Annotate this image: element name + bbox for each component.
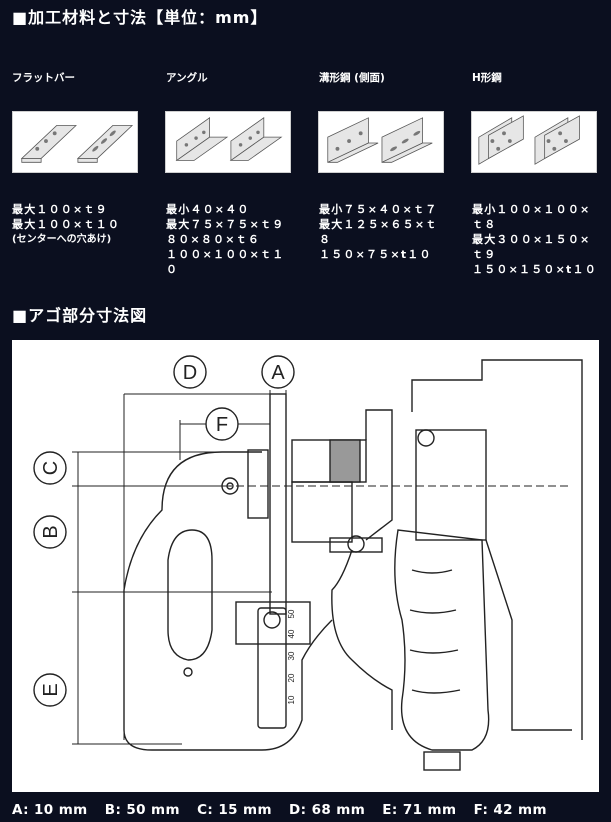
dim-label-c: C (40, 461, 62, 475)
jaw-heading: ■アゴ部分寸法図 (12, 306, 148, 325)
spec-line: 最小１００×１００×ｔ８ (472, 203, 591, 231)
h-beam-image (471, 111, 597, 173)
spec-line: １５０×１５０×t１０ (472, 263, 597, 276)
flat-bar-image (12, 111, 138, 173)
spec-line: 最小４０×４０ (166, 203, 250, 216)
angle-image (165, 111, 291, 173)
dimension-c: C: 15 mm (197, 802, 272, 818)
scale-tick: 30 (287, 651, 296, 660)
dim-label-b: B (40, 525, 62, 538)
dimension-b: B: 50 mm (104, 802, 180, 818)
material-title-angle: アングル (166, 72, 208, 84)
scale-tick: 10 (287, 695, 296, 704)
scale-tick: 40 (287, 629, 296, 638)
scale-tick: 50 (287, 609, 296, 618)
material-specs-h-beam: 最小１００×１００×ｔ８ 最大３００×１５０×ｔ９ １５０×１５０×t１０ (472, 202, 597, 277)
dim-label-a: A (271, 362, 285, 384)
material-specs-flat-bar: 最大１００×ｔ９ 最大１００×ｔ１０ (センターへの穴あけ) (12, 202, 137, 247)
spec-line: 最大１２５×６５×ｔ８ (319, 218, 438, 246)
spec-line: 最大１００×ｔ１０ (12, 218, 121, 231)
dim-label-e: E (40, 683, 62, 696)
spec-line: 最小７５×４０×ｔ７ (319, 203, 438, 216)
material-specs-angle: 最小４０×４０ 最大７５×７５×ｔ９ ８０×８０×ｔ６ １００×１００×ｔ１０ (166, 202, 291, 277)
channel-steel-image (318, 111, 444, 173)
spec-line: １００×１００×ｔ１０ (166, 248, 285, 276)
scale-tick: 20 (287, 673, 296, 682)
jaw-dimension-diagram: D A F C B E 10 20 30 40 50 (12, 340, 599, 792)
spec-line: 最大１００×ｔ９ (12, 203, 108, 216)
materials-heading: ■加工材料と寸法【単位：mm】 (12, 8, 268, 27)
material-title-flat-bar: フラットバー (12, 72, 75, 84)
dimension-e: E: 71 mm (382, 802, 457, 818)
spec-line: (センターへの穴あけ) (12, 234, 112, 245)
dim-label-f: F (216, 414, 228, 436)
spec-line: 最大３００×１５０×ｔ９ (472, 233, 591, 261)
dimension-a: A: 10 mm (12, 802, 88, 818)
material-specs-channel: 最小７５×４０×ｔ７ 最大１２５×６５×ｔ８ １５０×７５×t１０ (319, 202, 444, 262)
spec-line: １５０×７５×t１０ (319, 248, 432, 261)
material-title-channel: 溝形鋼 (側面) (319, 72, 385, 84)
spec-line: 最大７５×７５×ｔ９ (166, 218, 285, 231)
dimension-summary: A: 10 mm B: 50 mm C: 15 mm D: 68 mm E: 7… (12, 802, 559, 818)
material-title-h-beam: H形鋼 (472, 72, 502, 84)
spec-line: ８０×８０×ｔ６ (166, 233, 261, 246)
dimension-f: F: 42 mm (473, 802, 547, 818)
dim-label-d: D (183, 362, 197, 384)
dimension-d: D: 68 mm (289, 802, 366, 818)
scale-ticks: 10 20 30 40 50 (287, 609, 296, 704)
